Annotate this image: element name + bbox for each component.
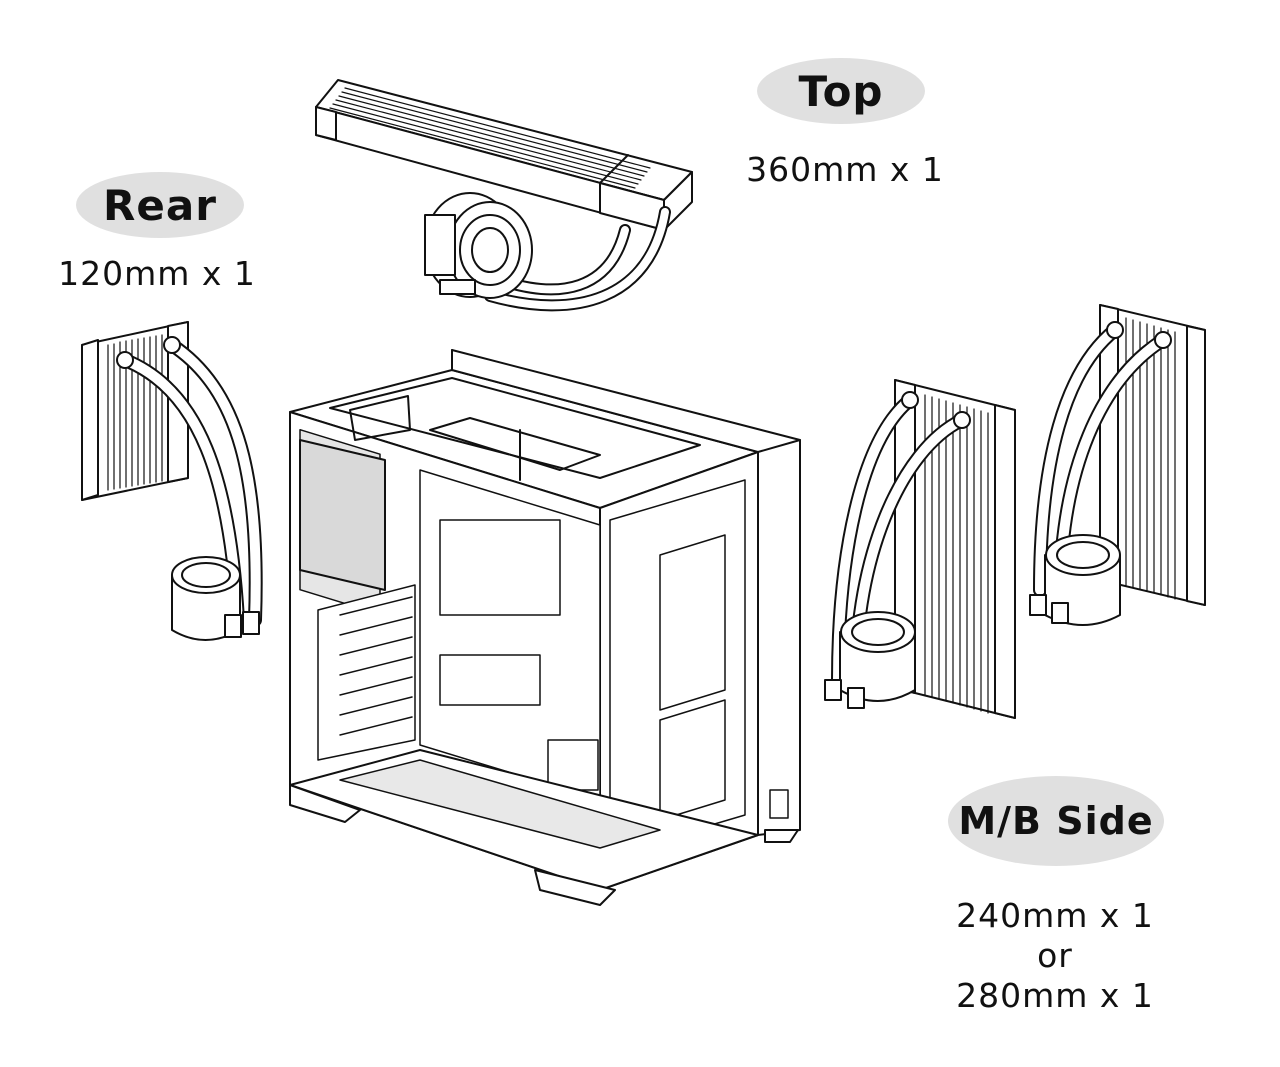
rear-label: Rear [103, 180, 217, 230]
mb-side-spec-280: 280mm x 1 [956, 976, 1154, 1015]
mb-side-pump-block [825, 612, 915, 708]
top-label-badge: Top [757, 58, 925, 124]
top-pump-block [425, 193, 665, 305]
rear-spec: 120mm x 1 [58, 254, 256, 293]
mb-side-label: M/B Side [958, 799, 1154, 843]
rear-pump-block [172, 557, 259, 640]
rear-label-badge: Rear [76, 172, 244, 238]
mb-side-spec-240: 240mm x 1 [956, 896, 1154, 935]
mb-side-label-badge: M/B Side [948, 776, 1164, 866]
mb-side-spec: 240mm x 1 or 280mm x 1 [945, 896, 1165, 1016]
mb-side-280mm-pump-block [1030, 535, 1120, 625]
mb-side-spec-or: or [1037, 936, 1073, 975]
top-spec: 360mm x 1 [746, 150, 944, 189]
top-360mm-radiator [316, 80, 692, 230]
mb-side-280mm-radiator [1040, 305, 1205, 605]
top-label: Top [798, 66, 884, 116]
pc-case [290, 350, 800, 905]
